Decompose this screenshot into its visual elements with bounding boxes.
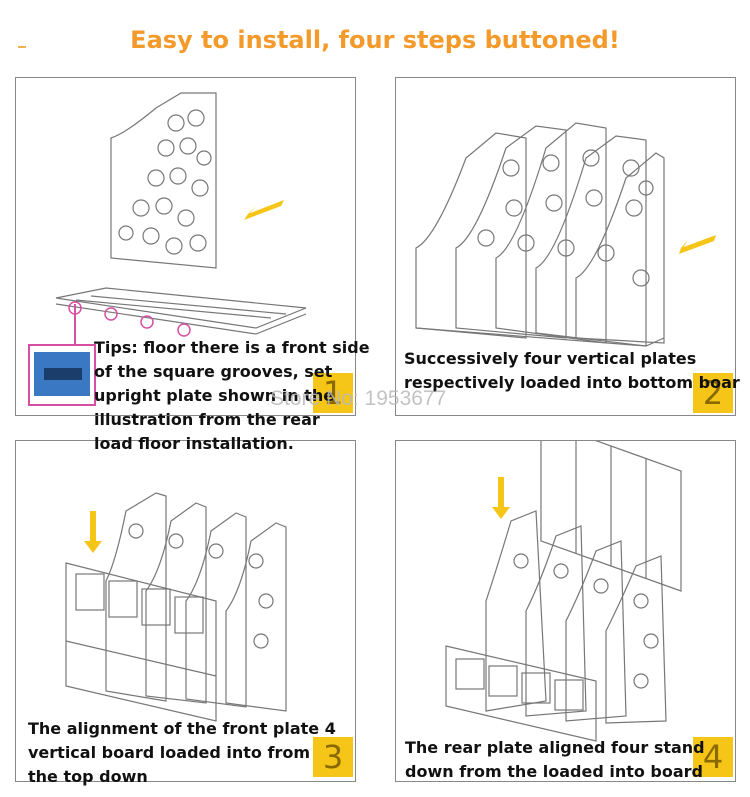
step-4-caption: The rear plate aligned four stand down f… [405, 736, 705, 784]
step-number-badge: 4 [693, 737, 733, 777]
step-number-badge: 1 [313, 373, 353, 413]
caption-line: down from the loaded into board [405, 762, 704, 781]
inset-connector [74, 304, 76, 346]
step-1-illustration [55, 92, 307, 337]
caption-line: The rear plate aligned four stand [405, 738, 705, 757]
arrow-icon [492, 477, 510, 519]
arrow-icon [679, 235, 716, 254]
step-panel-3: 3 [15, 440, 356, 782]
arrow-icon [244, 200, 284, 220]
step-3-caption: The alignment of the front plate 4 verti… [28, 717, 336, 789]
step-panel-2: 2 [395, 77, 736, 416]
caption-line: vertical board loaded into from [28, 743, 310, 762]
caption-line: of the square grooves, set [94, 362, 333, 381]
step-3-illustration [65, 492, 287, 722]
caption-line: illustration from the rear [94, 410, 320, 429]
step-1-caption: Tips: floor there is a front side of the… [94, 336, 370, 456]
page-title: Easy to install, four steps buttoned! [130, 26, 620, 54]
caption-line: Tips: floor there is a front side [94, 338, 370, 357]
store-watermark: Store No: 1953677 [270, 387, 447, 410]
caption-line: respectively loaded into bottom boar [404, 373, 740, 392]
caption-line: load floor installation. [94, 434, 294, 453]
step-number-badge: 3 [313, 737, 353, 777]
step-2-illustration [415, 122, 716, 347]
caption-line: The alignment of the front plate 4 [28, 719, 336, 738]
caption-line: upright plate shown in the [94, 386, 335, 405]
decorative-dash [18, 46, 26, 48]
step-4-illustration [445, 441, 682, 742]
groove-detail-image [28, 344, 96, 406]
arrow-icon [84, 511, 102, 553]
step-2-caption: Successively four vertical plates respec… [404, 347, 750, 395]
step-number-badge: 2 [693, 373, 733, 413]
step-panel-4: 4 [395, 440, 736, 782]
caption-line: the top down [28, 767, 148, 786]
caption-line: Successively four vertical plates [404, 349, 697, 368]
